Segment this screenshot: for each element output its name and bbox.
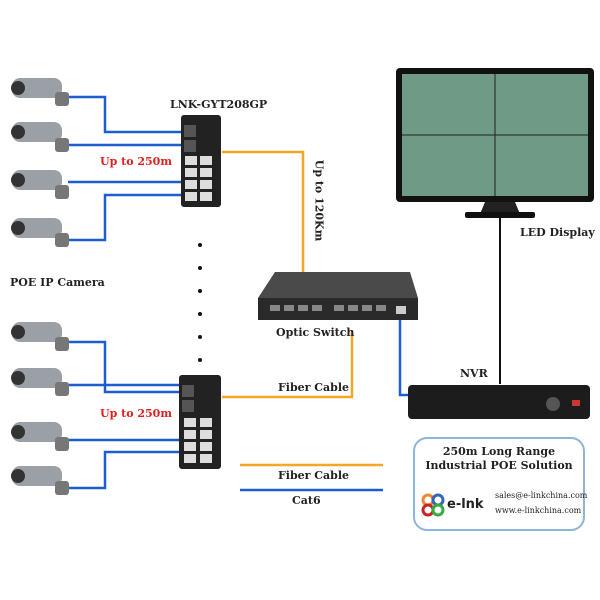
camera-icon [11,122,69,152]
led-display [396,68,594,218]
optic-switch-label: Optic Switch [276,326,355,339]
camera-icon [11,78,69,106]
camera-icon [11,368,69,396]
camera-icon [11,218,69,247]
e-link-logo-icon [421,493,445,517]
range-label-bottom: Up to 250m [100,407,172,420]
info-title-1: 250m Long Range [442,445,556,458]
website-link[interactable]: www.e-linkchina.com [495,506,582,515]
industrial-switch-bottom [179,375,221,469]
optic-switch [258,272,418,320]
info-box: 250m Long Range Industrial POE Solution … [413,437,588,531]
ip-cameras [11,78,69,495]
switch-model-label: LNK-GYT208GP [170,98,268,111]
camera-icon [11,170,69,199]
camera-icon [11,322,69,351]
legend-fiber-label: Fiber Cable [278,469,350,482]
camera-label: POE IP Camera [10,276,105,289]
nvr-device [408,385,590,419]
legend-cat6-label: Cat6 [292,494,321,507]
industrial-switch-top [181,115,221,207]
camera-icon [11,466,69,495]
range-label-top: Up to 250m [100,155,172,168]
contact-email[interactable]: sales@e-linkchina.com [495,491,588,500]
camera-icon [11,422,69,451]
ellipsis-dots [198,243,202,362]
info-title-2: Industrial POE Solution [425,459,573,472]
brand-name: e-lnk [447,497,484,512]
nvr-label: NVR [460,367,488,380]
fiber-cable-label: Fiber Cable [278,381,350,394]
fiber-range-label: Up to 120Km [312,159,326,242]
cat6-links-top [68,95,182,242]
cat6-links-bottom [68,318,410,490]
fiber-links [222,150,354,399]
led-display-label: LED Display [520,226,595,239]
